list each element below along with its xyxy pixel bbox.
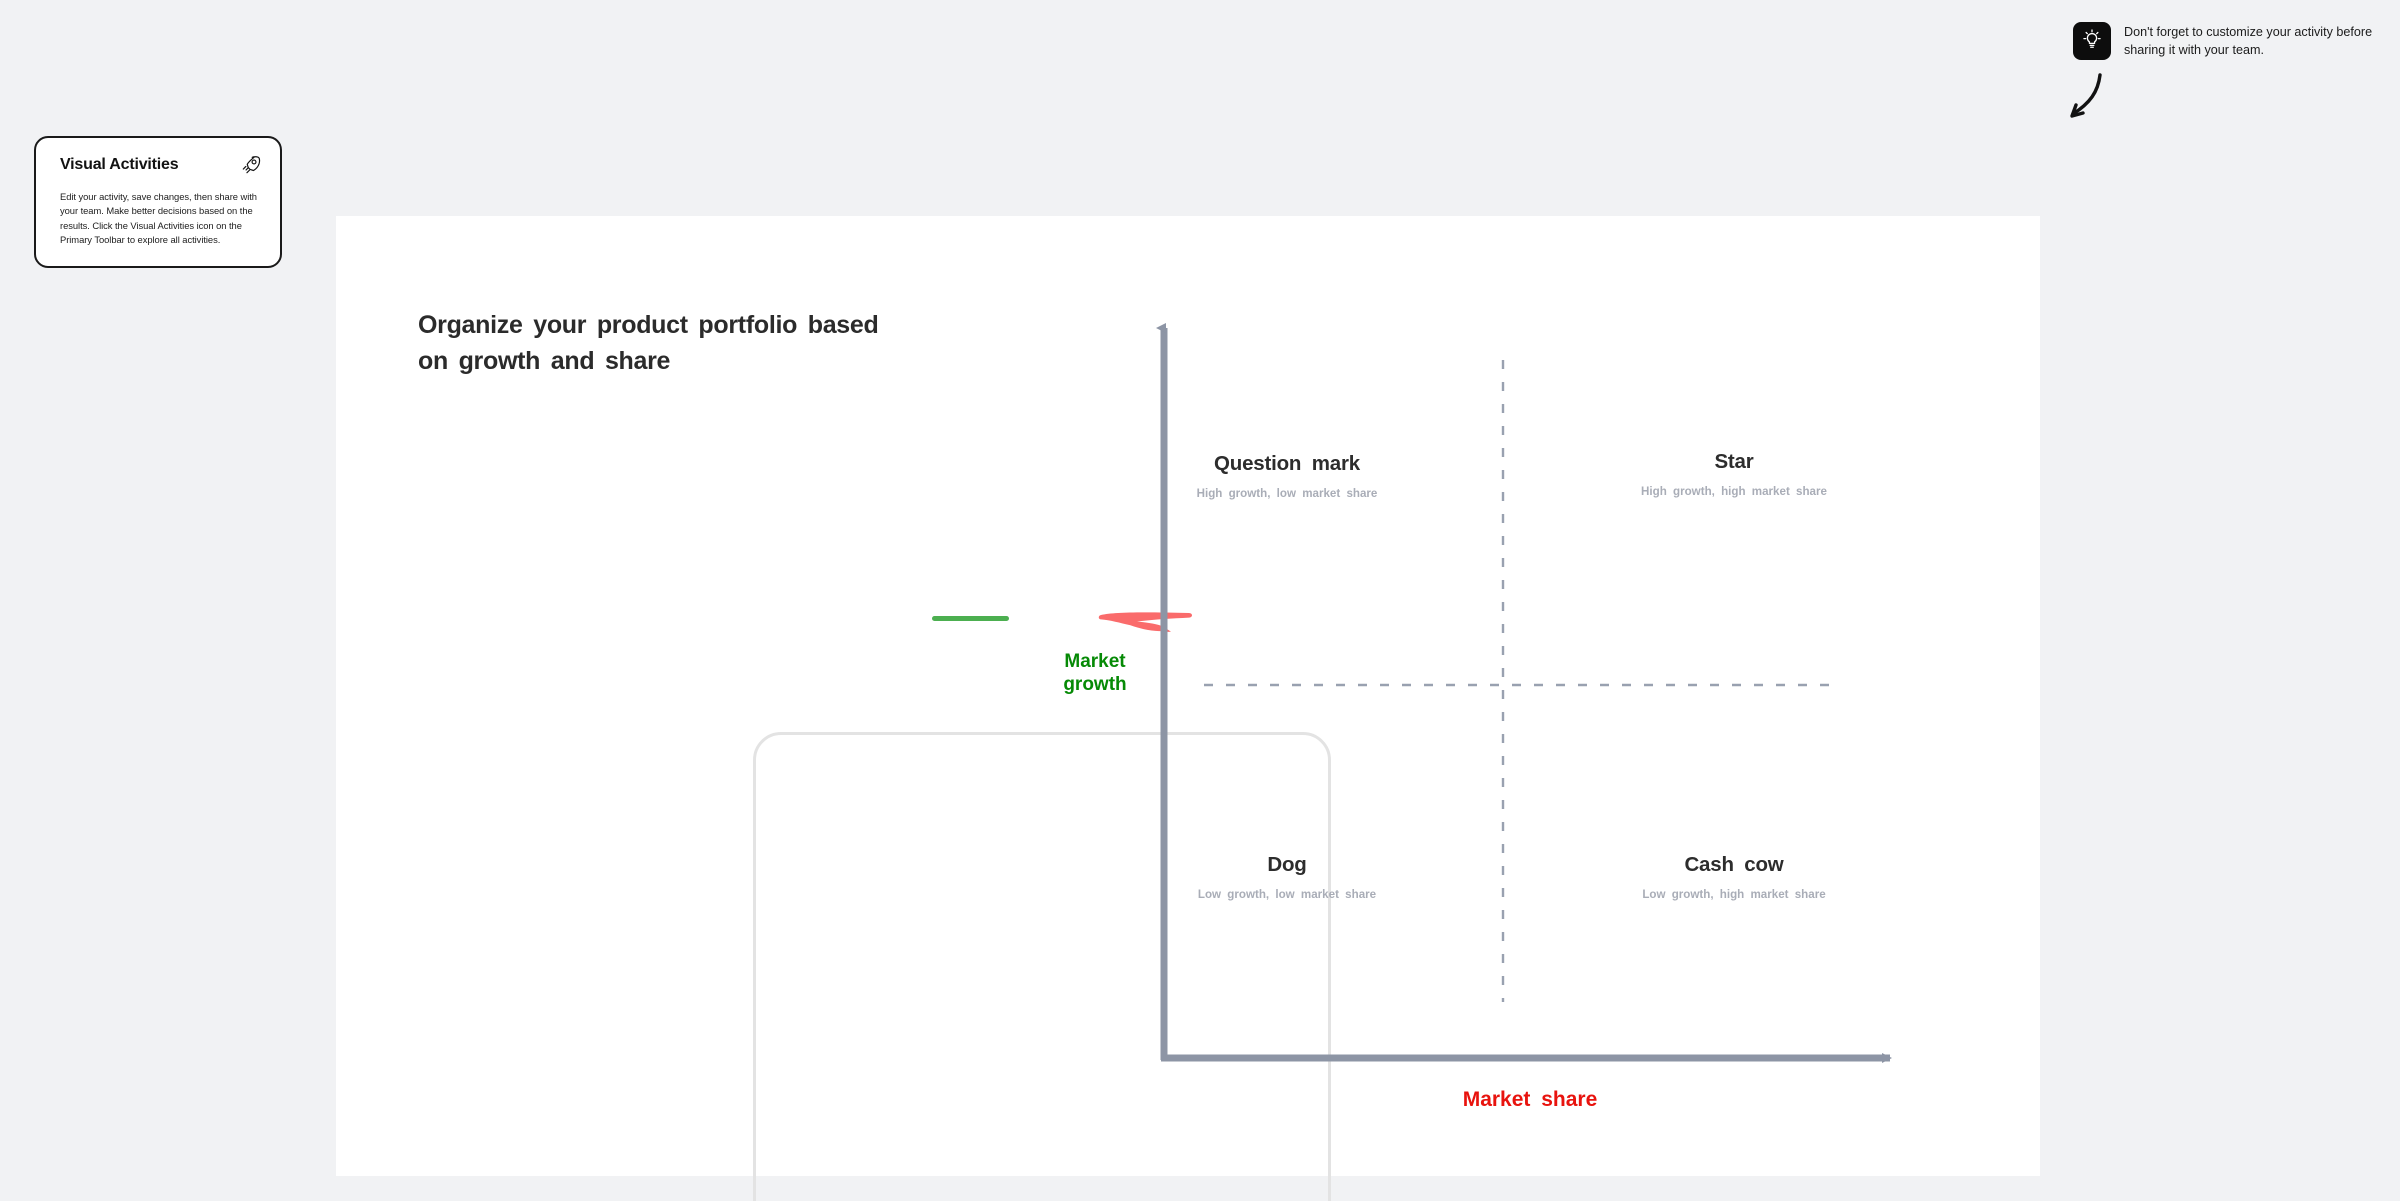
slide-canvas[interactable]: Organize your product portfolio based on… xyxy=(336,216,2040,1201)
quadrant-dog: Dog Low growth, low market share xyxy=(1122,853,1452,903)
quadrant-question-mark-description: High growth, low market share xyxy=(1196,487,1378,500)
visual-activities-card-title: Visual Activities xyxy=(60,156,179,173)
x-axis-label: Market share xyxy=(1462,1088,1598,1111)
visual-activities-card-body: Edit your activity, save changes, then s… xyxy=(60,191,257,245)
quadrant-question-mark-title: Question mark xyxy=(1214,452,1360,475)
tooltip-badge xyxy=(2073,22,2111,60)
tooltip-text: Don't forget to customize your activity … xyxy=(2124,25,2373,57)
lightbulb-icon xyxy=(2081,28,2103,55)
curved-arrow-down-left-icon xyxy=(2060,70,2120,135)
quadrant-dog-title: Dog xyxy=(1267,853,1307,876)
quadrant-dog-description: Low growth, low market share xyxy=(1197,888,1377,901)
quadrant-star: Star High growth, high market share xyxy=(1569,450,1899,500)
tooltip-customize-activity: Don't forget to customize your activity … xyxy=(2073,22,2374,60)
quadrant-cash-cow-description: Low growth, high market share xyxy=(1642,888,1826,901)
quadrant-axes xyxy=(1156,323,1892,1063)
y-axis-label: Market growth xyxy=(1063,651,1127,696)
slide-headline: Organize your product portfolio based on… xyxy=(418,311,879,375)
quadrant-question-mark: Question mark High growth, low market sh… xyxy=(1122,452,1452,502)
activity-dropzone-placeholder[interactable] xyxy=(753,732,1331,1201)
visual-activities-card-header: Visual Activities xyxy=(60,156,262,181)
quadrant-star-description: High growth, high market share xyxy=(1641,485,1827,498)
visual-activities-card[interactable]: Visual Activities Edit your activity, sa… xyxy=(34,136,282,268)
quadrant-star-title: Star xyxy=(1714,450,1754,473)
green-underline-decoration xyxy=(932,616,1009,621)
quadrant-cash-cow-title: Cash cow xyxy=(1684,853,1784,876)
quadrant-cash-cow: Cash cow Low growth, high market share xyxy=(1569,853,1899,903)
rocket-icon xyxy=(240,154,262,181)
